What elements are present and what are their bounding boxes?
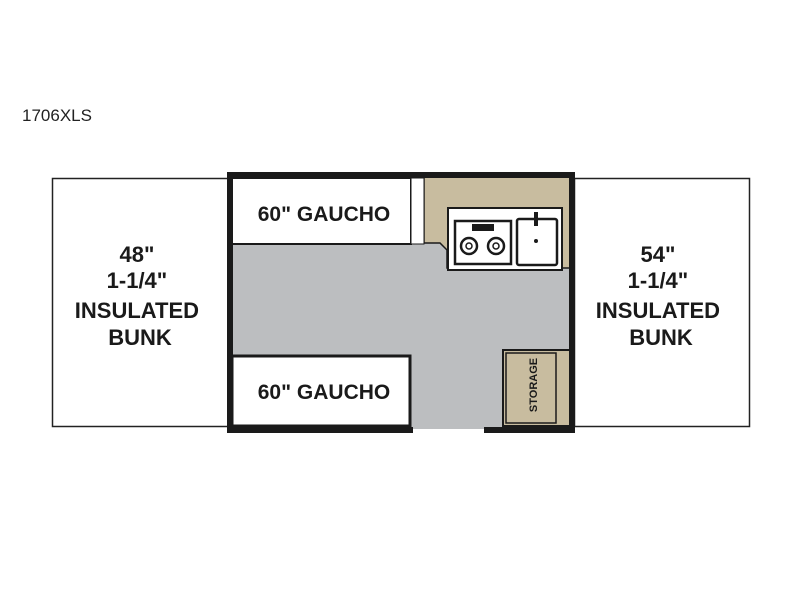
storage-box [505, 352, 557, 424]
bottom-gaucho [230, 354, 412, 428]
model-name: 1706XLS [22, 106, 92, 125]
right-bunk [573, 177, 751, 428]
stove-icon [453, 219, 513, 266]
walls [227, 172, 575, 433]
bottom-gaucho-label: 60" GAUCHO [258, 381, 390, 404]
top-gaucho-label: 60" GAUCHO [258, 203, 390, 226]
entry-door[interactable] [413, 425, 484, 433]
gaucho-strip [410, 177, 425, 245]
storage-label: STORAGE [528, 358, 540, 412]
sink-icon [515, 212, 559, 267]
left-bunk-label: 48" 1-1/4" INSULATED BUNK [75, 242, 205, 350]
right-bunk-label: 54" 1-1/4" INSULATED BUNK [596, 242, 726, 350]
